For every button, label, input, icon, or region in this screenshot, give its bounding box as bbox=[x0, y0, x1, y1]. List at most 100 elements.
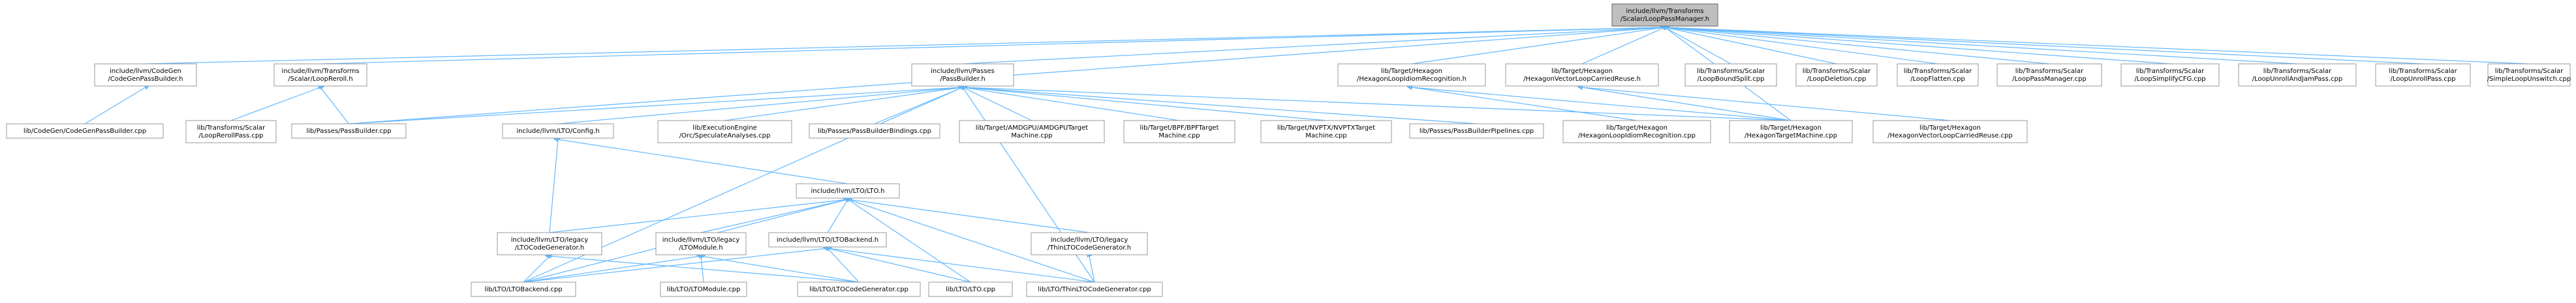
node-label: lib/Transforms/Scalar bbox=[197, 124, 266, 132]
edge-hex_lir_h-to-hex_tm_cpp bbox=[1406, 84, 1792, 121]
node-label: /LoopUnrollPass.cpp bbox=[2390, 76, 2455, 83]
node-cgpb_h[interactable]: include/llvm/CodeGen/CodeGenPassBuilder.… bbox=[94, 63, 197, 87]
node-ltobackend_h[interactable]: include/llvm/LTO/LTOBackend.h bbox=[768, 232, 887, 248]
node-label: lib/CodeGen/CodeGenPassBuilder.cpp bbox=[23, 128, 146, 135]
edge-line bbox=[549, 134, 561, 233]
edge-cgpb_h-to-cgpb_cpp bbox=[84, 85, 150, 124]
node-label: lib/Target/BPF/BPFTarget bbox=[1140, 124, 1219, 132]
edge-line bbox=[317, 83, 349, 124]
node-cgpb_cpp[interactable]: lib/CodeGen/CodeGenPassBuilder.cpp bbox=[6, 123, 164, 139]
node-speculate[interactable]: lib/ExecutionEngine/Orc/SpeculateAnalyse… bbox=[657, 120, 792, 143]
edge-line bbox=[1406, 84, 1792, 121]
node-label: lib/Transforms/Scalar bbox=[1803, 68, 1871, 75]
edge-line bbox=[523, 253, 706, 283]
node-simpleloopunswitch[interactable]: lib/Transforms/Scalar/SimpleLoopUnswitch… bbox=[2487, 63, 2571, 87]
node-ltomodule_cpp[interactable]: lib/LTO/LTOModule.cpp bbox=[660, 281, 747, 297]
edge-root-to-loopdeletion bbox=[1660, 25, 1837, 65]
node-loopunrollandjam[interactable]: lib/Transforms/Scalar/LoopUnrollAndJamPa… bbox=[2238, 63, 2357, 87]
edge-passbuilder_h-to-pbbindings bbox=[874, 85, 967, 124]
node-pbpipelines[interactable]: lib/Passes/PassBuilderPipelines.cpp bbox=[1409, 123, 1544, 139]
node-label: lib/LTO/LTOBackend.cpp bbox=[484, 286, 562, 293]
edge-ltomodule_h-to-ltomodule_cpp bbox=[698, 251, 704, 283]
node-ltocg_cpp[interactable]: lib/LTO/LTOCodeGenerator.cpp bbox=[797, 281, 921, 297]
node-box bbox=[2487, 63, 2571, 87]
edge-line bbox=[1660, 24, 2298, 65]
node-label: lib/Passes/PassBuilderBindings.cpp bbox=[818, 128, 931, 135]
node-hex_lir_h[interactable]: lib/Target/Hexagon/HexagonLoopIdiomRecog… bbox=[1337, 63, 1486, 87]
node-ltobackend_cpp[interactable]: lib/LTO/LTOBackend.cpp bbox=[471, 281, 576, 297]
node-label: lib/Target/Hexagon bbox=[1919, 124, 1981, 132]
edge-line bbox=[523, 252, 553, 283]
node-passbuilder_h[interactable]: include/llvm/Passes/PassBuilder.h bbox=[911, 63, 1014, 87]
node-loopreroll_h[interactable]: include/llvm/Transforms/Scalar/LoopRerol… bbox=[273, 63, 367, 87]
node-label: /Scalar/LoopReroll.h bbox=[288, 76, 352, 83]
node-amdgpu[interactable]: lib/Target/AMDGPU/AMDGPUTargetMachine.cp… bbox=[959, 120, 1105, 143]
node-label: include/llvm/CodeGen bbox=[110, 68, 181, 75]
edge-hex_vlcr_h-to-hex_tm_cpp bbox=[1577, 84, 1792, 121]
node-label: /HexagonVectorLoopCarriedReuse.h bbox=[1523, 76, 1641, 83]
node-root[interactable]: include/llvm/Transforms/Scalar/LoopPassM… bbox=[1611, 3, 1718, 27]
node-label: /PassBuilder.h bbox=[940, 76, 985, 83]
edge-line bbox=[84, 85, 150, 124]
node-label: lib/Passes/PassBuilder.cpp bbox=[306, 128, 391, 135]
node-hex_vlcr_h[interactable]: lib/Target/Hexagon/HexagonVectorLoopCarr… bbox=[1505, 63, 1659, 87]
node-label: lib/Transforms/Scalar bbox=[2389, 68, 2457, 75]
edge-line bbox=[1660, 25, 1731, 65]
edge-line bbox=[549, 196, 853, 233]
node-label: /HexagonLoopIdiomRecognition.h bbox=[1357, 76, 1466, 83]
node-box bbox=[911, 63, 1014, 87]
node-label: /LoopDeletion.cpp bbox=[1807, 76, 1867, 83]
edge-line bbox=[957, 84, 1792, 121]
node-loopsimplifycfg[interactable]: lib/Transforms/Scalar/LoopSimplifyCFG.cp… bbox=[2120, 63, 2220, 87]
node-box bbox=[273, 63, 367, 87]
node-loopunrollpass[interactable]: lib/Transforms/Scalar/LoopUnrollPass.cpp bbox=[2375, 63, 2471, 87]
edge-line bbox=[874, 85, 967, 124]
edge-thinltocg_h-to-thinltocg_cpp bbox=[1087, 251, 1095, 283]
node-looppassmanager[interactable]: lib/Transforms/Scalar/LoopPassManager.cp… bbox=[1996, 63, 2102, 87]
node-loopflatten[interactable]: lib/Transforms/Scalar/LoopFlatten.cpp bbox=[1897, 63, 1979, 87]
node-lto_cpp[interactable]: lib/LTO/LTO.cpp bbox=[928, 281, 1013, 297]
node-box bbox=[809, 123, 940, 139]
node-box bbox=[497, 232, 602, 255]
node-label: include/llvm/LTO/LTO.h bbox=[811, 188, 884, 195]
edge-ltobackend_h-to-ltobackend_cpp bbox=[523, 245, 833, 283]
node-pbbindings[interactable]: lib/Passes/PassBuilderBindings.cpp bbox=[809, 123, 940, 139]
node-loopboundsplit[interactable]: lib/Transforms/Scalar/LoopBoundSplit.cpp bbox=[1684, 63, 1777, 87]
edge-line bbox=[843, 196, 1090, 233]
node-box bbox=[1260, 120, 1392, 143]
node-config_h[interactable]: include/llvm/LTO/Config.h bbox=[502, 123, 614, 139]
edge-line bbox=[1581, 25, 1669, 65]
node-box bbox=[660, 281, 747, 297]
edge-ltobackend_h-to-thinltocg_cpp bbox=[822, 245, 1095, 283]
edge-passbuilder_h-to-bpf bbox=[957, 84, 1180, 121]
node-box bbox=[1897, 63, 1979, 87]
node-box bbox=[657, 120, 792, 143]
node-box bbox=[1031, 232, 1148, 255]
node-box bbox=[1562, 120, 1711, 143]
node-box bbox=[471, 281, 576, 297]
edge-line bbox=[1087, 251, 1095, 283]
node-box bbox=[1729, 120, 1853, 143]
node-passbuilder_cpp[interactable]: lib/Passes/PassBuilder.cpp bbox=[291, 123, 407, 139]
node-ltomodule_h[interactable]: include/llvm/LTO/legacy/LTOModule.h bbox=[655, 232, 747, 255]
node-box bbox=[796, 183, 900, 199]
node-box bbox=[1611, 3, 1718, 27]
edge-lto_h-to-ltocg_h bbox=[549, 196, 853, 233]
node-label: Machine.cpp bbox=[1158, 132, 1200, 139]
node-hex_tm_cpp[interactable]: lib/Target/Hexagon/HexagonTargetMachine.… bbox=[1729, 120, 1853, 143]
node-looprerollpass[interactable]: lib/Transforms/Scalar/LoopRerollPass.cpp bbox=[185, 120, 277, 143]
node-box bbox=[959, 120, 1105, 143]
node-loopdeletion[interactable]: lib/Transforms/Scalar/LoopDeletion.cpp bbox=[1795, 63, 1878, 87]
node-lto_h[interactable]: include/llvm/LTO/LTO.h bbox=[796, 183, 900, 199]
node-hex_lir_cpp[interactable]: lib/Target/Hexagon/HexagonLoopIdiomRecog… bbox=[1562, 120, 1711, 143]
node-label: /LTOCodeGenerator.h bbox=[515, 244, 585, 252]
node-label: lib/LTO/LTOCodeGenerator.cpp bbox=[809, 286, 908, 293]
node-thinltocg_h[interactable]: include/llvm/LTO/legacy/ThinLTOCodeGener… bbox=[1031, 232, 1148, 255]
node-thinltocg_cpp[interactable]: lib/LTO/ThinLTOCodeGenerator.cpp bbox=[1026, 281, 1163, 297]
node-hex_vlcr_cpp[interactable]: lib/Target/Hexagon/HexagonVectorLoopCarr… bbox=[1872, 120, 2028, 143]
node-ltocg_h[interactable]: include/llvm/LTO/legacy/LTOCodeGenerator… bbox=[497, 232, 602, 255]
edge-line bbox=[320, 24, 1670, 65]
node-box bbox=[1409, 123, 1544, 139]
